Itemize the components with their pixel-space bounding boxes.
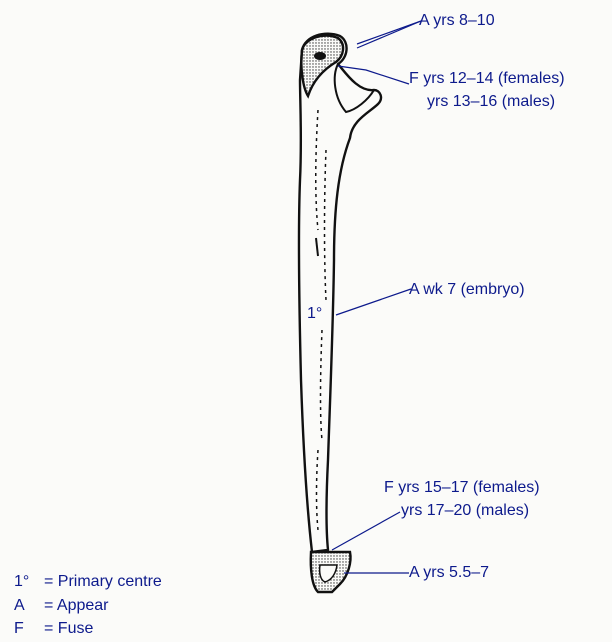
label-primary-marker: 1° <box>307 305 322 323</box>
ulna-outline <box>299 34 381 552</box>
key-meaning-primary: = Primary centre <box>44 573 162 591</box>
key-symbol-primary: 1° <box>14 573 29 591</box>
label-distal-fuse-females: F yrs 15–17 (females) <box>384 479 540 497</box>
key-symbol-fuse: F <box>14 620 24 638</box>
leader-distal-fuse <box>332 512 400 550</box>
label-proximal-fuse-males: yrs 13–16 (males) <box>427 93 555 111</box>
proximal-centre <box>314 52 326 60</box>
key-symbol-appear: A <box>14 597 25 615</box>
key-meaning-fuse: = Fuse <box>44 620 93 638</box>
label-primary-appear: A wk 7 (embryo) <box>409 281 525 299</box>
label-distal-fuse-males: yrs 17–20 (males) <box>401 502 529 520</box>
key-meaning-appear: = Appear <box>44 597 109 615</box>
label-distal-appear: A yrs 5.5–7 <box>409 564 489 582</box>
label-proximal-appear: A yrs 8–10 <box>419 12 495 30</box>
label-proximal-fuse-females: F yrs 12–14 (females) <box>409 70 565 88</box>
leader-primary <box>336 289 411 315</box>
